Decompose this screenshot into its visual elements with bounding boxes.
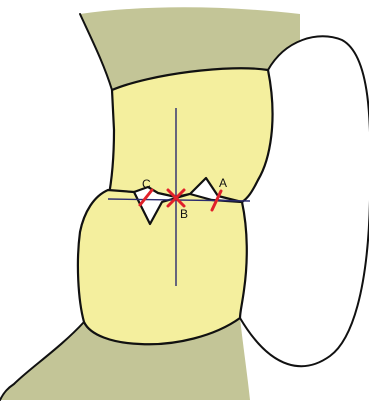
label-a: A [219, 176, 227, 190]
contact-mark-c [140, 190, 152, 205]
lower-tooth [78, 190, 247, 344]
label-c: C [142, 177, 151, 191]
upper-tooth [108, 68, 273, 202]
label-b: B [180, 207, 188, 221]
